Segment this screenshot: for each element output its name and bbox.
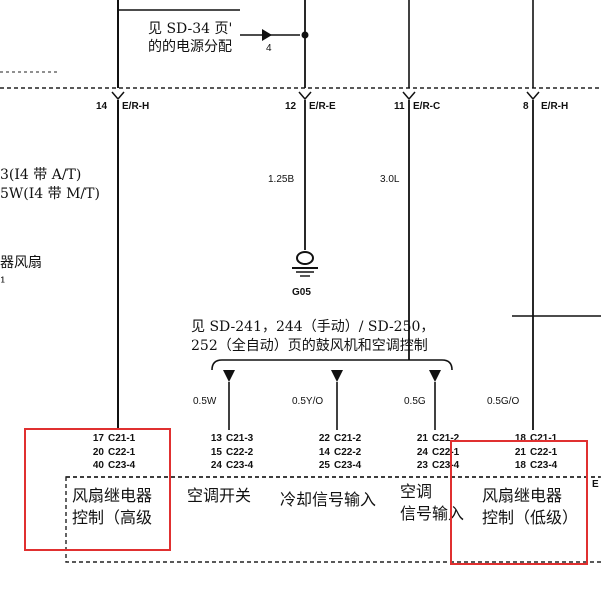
terminal-pin-8: 8 (523, 101, 529, 112)
wire-label-1.25B: 1.25B (268, 174, 295, 185)
pin-group-cooling-signal: 22 C21-2 14 C22-2 25 C23-4 (308, 432, 361, 473)
connector-code: C22-1 (530, 446, 558, 458)
pin-number: 24 (210, 460, 222, 471)
top-note-line1: 见 SD-34 页' (148, 21, 233, 37)
ac-signal-label-2: 信号输入 (400, 504, 465, 523)
relay-high-label-2: 控制（高级 (72, 508, 153, 527)
note-arrow (262, 29, 272, 41)
terminal-pin-11: 11 (394, 101, 405, 112)
pin-number: 15 (210, 446, 222, 458)
terminal-name-12: E/R-E (309, 101, 336, 112)
ground-symbol (292, 251, 318, 277)
pin-number: 25 (318, 460, 330, 471)
pin-number: 14 (318, 446, 330, 458)
connector-code: C22-2 (334, 446, 362, 458)
top-note-line2: 的的电源分配 (148, 39, 232, 55)
pin-number: 23 (416, 460, 428, 471)
pin-number: 21 (416, 433, 428, 444)
pin-number: 20 (92, 446, 104, 458)
terminal-name-11: E/R-C (413, 101, 441, 112)
left-note-3: 器风扇 (0, 255, 42, 271)
terminal-chevron-12 (298, 91, 312, 101)
connector-code: C22-1 (108, 446, 136, 458)
top-note-num: 4 (266, 43, 272, 54)
left-note-1: 3(I4 带 A/T) (0, 167, 82, 183)
terminal-chevron-8 (526, 91, 540, 101)
relay-low-label-2: 控制（低级） (482, 508, 579, 527)
connector-code: C23-4 (108, 460, 136, 471)
left-note-2: 5W(I4 带 M/T) (0, 186, 100, 202)
pin-group-relay-high: 17 C21-1 20 C22-1 40 C23-4 (82, 432, 135, 473)
connector-code: C21-3 (226, 433, 254, 444)
highlight-box-relay-low (450, 440, 588, 565)
terminal-pin-12: 12 (285, 101, 297, 112)
pin-number: 13 (210, 433, 222, 444)
connector-code: C22-2 (226, 446, 254, 458)
pin-number: 40 (92, 460, 104, 471)
pin-number: 22 (318, 433, 330, 444)
arrow-0.5G (429, 370, 441, 382)
connector-code: C22-1 (432, 446, 460, 458)
terminal-name-14: E/R-H (122, 101, 150, 112)
wire-label-0.5W: 0.5W (193, 396, 217, 407)
cooling-signal-label: 冷却信号输入 (280, 490, 377, 509)
pin-number: 24 (416, 446, 428, 458)
connector-code: C21-2 (432, 433, 460, 444)
edge-mark: E (592, 479, 599, 490)
terminal-chevron-11 (402, 91, 416, 101)
ground-label: G05 (292, 287, 311, 298)
pin-number: 21 (514, 446, 526, 458)
connector-code: C21-1 (530, 433, 558, 444)
connector-code: C23-4 (334, 460, 362, 471)
relay-low-label-1: 风扇继电器 (482, 486, 563, 505)
terminal-chevron-14 (111, 91, 125, 101)
left-note-4: ¹ (0, 275, 6, 291)
connector-code: C21-2 (334, 433, 362, 444)
wire-label-0.5Y/O: 0.5Y/O (292, 396, 324, 407)
ac-signal-label-1: 空调 (400, 482, 433, 501)
wire-label-0.5G: 0.5G (404, 396, 426, 407)
ac-switch-label: 空调开关 (187, 486, 252, 505)
arrow-0.5Y/O (331, 370, 343, 382)
pin-number: 17 (92, 433, 104, 444)
highlight-box-relay-high (24, 428, 171, 551)
terminal-name-8: E/R-H (541, 101, 569, 112)
wire-label-0.5G/O: 0.5G/O (487, 396, 520, 407)
wire-label-3.0L: 3.0L (380, 174, 400, 185)
relay-high-label-1: 风扇继电器 (72, 486, 153, 505)
pin-group-ac-switch: 13 C21-3 15 C22-2 24 C23-4 (200, 432, 253, 473)
pin-group-ac-signal: 21 C21-2 24 C22-1 23 C23-4 (406, 432, 459, 473)
pin-number: 18 (514, 460, 526, 471)
terminal-pin-14: 14 (96, 101, 108, 112)
mid-note-line1: 见 SD-241，244（手动）/ SD-250， (191, 319, 435, 335)
connector-code: C23-4 (530, 460, 558, 471)
connector-code: C21-1 (108, 433, 136, 444)
arrow-0.5W (223, 370, 235, 382)
connector-code: C23-4 (432, 460, 460, 471)
connector-code: C23-4 (226, 460, 254, 471)
mid-note-line2: 252（全自动）页的鼓风机和空调控制 (191, 338, 428, 354)
control-bracket (211, 359, 453, 371)
pin-number: 18 (514, 433, 526, 444)
